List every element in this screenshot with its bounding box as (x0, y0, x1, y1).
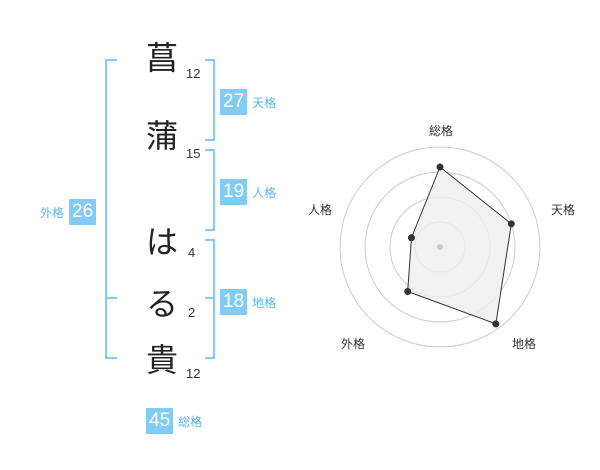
stroke-count-3: 4 (188, 245, 196, 260)
name-char-5: 貴 (145, 341, 178, 379)
radar-axis-label-3: 地格 (511, 337, 536, 351)
stroke-count-4: 2 (188, 305, 196, 320)
radar-point-5 (407, 234, 415, 242)
radar-ring (339, 146, 541, 348)
chikaku-value: 18 (220, 289, 248, 315)
gaikaku-value: 26 (69, 199, 97, 225)
name-char-1: 菖 (145, 39, 178, 77)
gaikaku-bracket (105, 59, 117, 359)
gaikaku-badge: 外格 26 (40, 199, 97, 225)
radar-point-1 (436, 163, 444, 171)
radar-polygon (407, 166, 512, 325)
radar-axis-label-2: 天格 (550, 203, 575, 217)
stroke-count-2: 15 (186, 146, 201, 161)
stroke-count-5: 12 (186, 366, 201, 381)
tenkaku-label: 天格 (252, 95, 277, 110)
soukaku-label: 総格 (178, 414, 203, 429)
radar-axis-label-1: 総格 (428, 124, 453, 138)
radar-axis-label-5: 人格 (307, 203, 332, 217)
radar-point-2 (507, 220, 515, 228)
jinkaku-label: 人格 (252, 185, 277, 200)
radar-point-4 (404, 287, 412, 295)
name-char-2: 蒲 (145, 117, 178, 155)
chikaku-badge: 18 地格 (220, 289, 276, 315)
jinkaku-badge: 19 人格 (220, 179, 276, 205)
stroke-count-1: 12 (186, 66, 201, 81)
gaikaku-label: 外格 (40, 205, 65, 220)
radar-point-3 (492, 320, 500, 328)
radar-center-point (437, 244, 443, 250)
jinkaku-bracket (205, 149, 215, 231)
chikaku-label: 地格 (252, 295, 277, 310)
name-char-4: る (145, 285, 178, 323)
soukaku-badge: 45 総格 (146, 408, 202, 434)
tenkaku-bracket (205, 59, 215, 141)
tenkaku-badge: 27 天格 (220, 89, 276, 115)
radar-axis-label-4: 外格 (340, 337, 365, 351)
soukaku-value: 45 (146, 408, 174, 434)
jinkaku-value: 19 (220, 179, 248, 205)
name-char-3: は (145, 223, 178, 261)
tenkaku-value: 27 (220, 89, 248, 115)
